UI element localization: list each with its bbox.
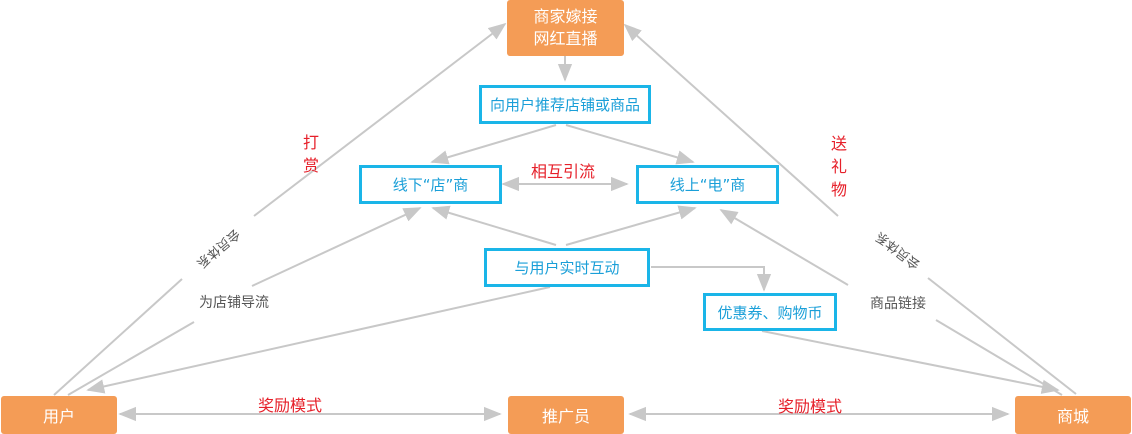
edge-mall-to-online-lower (935, 319, 1063, 396)
node-promoter-label: 推广员 (541, 407, 590, 426)
label-product-link: 商品链接 (870, 296, 926, 312)
node-interact-label: 与用户实时互动 (514, 259, 620, 277)
edge-recommend-to-offline (430, 124, 557, 165)
edge-coupons-to-mall (761, 330, 1060, 394)
label-reward-left: 奖励模式 (258, 396, 323, 415)
edge-user-to-live-upper (253, 22, 507, 217)
label-mutual-traffic: 相互引流 (531, 162, 596, 181)
node-coupons-label: 优惠券、购物币 (717, 303, 823, 322)
node-recommend[interactable]: 向用户推荐店铺或商品 (479, 85, 651, 124)
node-user[interactable]: 用户 (1, 396, 117, 434)
edge-interact-to-online (565, 205, 697, 246)
node-online-ecom-label: 线上“电”商 (669, 176, 746, 194)
node-merchant-live-line1: 商家嫁接 (533, 7, 598, 26)
edge-mall-to-live-upper (623, 23, 839, 217)
node-offline-store-label: 线下“店”商 (392, 176, 469, 194)
edge-user-to-offline-lower (67, 321, 195, 396)
node-merchant-live[interactable]: 商家嫁接 网红直播 (507, 0, 624, 56)
node-interact[interactable]: 与用户实时互动 (484, 248, 650, 287)
node-user-label: 用户 (42, 407, 75, 426)
edge-mall-to-online-upper (719, 209, 849, 286)
edge-user-to-offline-upper (251, 207, 422, 287)
node-mall-label: 商城 (1056, 407, 1089, 426)
node-recommend-label: 向用户推荐店铺或商品 (489, 96, 640, 114)
label-reward-right: 奖励模式 (778, 397, 843, 416)
label-store-traffic: 为店铺导流 (199, 295, 269, 311)
node-online-ecom[interactable]: 线上“电”商 (636, 165, 779, 204)
edge-user-to-live-lower (53, 278, 183, 396)
node-promoter[interactable]: 推广员 (508, 396, 624, 434)
edge-interact-to-offline (431, 205, 557, 246)
node-offline-store[interactable]: 线下“店”商 (359, 165, 502, 204)
edge-mall-to-live-lower (927, 277, 1077, 395)
label-gift: 送礼物 (830, 134, 847, 199)
edge-interact-to-user (86, 286, 551, 394)
edge-recommend-to-online (565, 124, 695, 165)
node-merchant-live-line2: 网红直播 (533, 29, 598, 48)
label-tip: 打赏 (302, 133, 319, 175)
node-coupons[interactable]: 优惠券、购物币 (703, 293, 837, 331)
node-mall[interactable]: 商城 (1015, 396, 1131, 434)
edge-interact-to-coupons (651, 266, 772, 292)
